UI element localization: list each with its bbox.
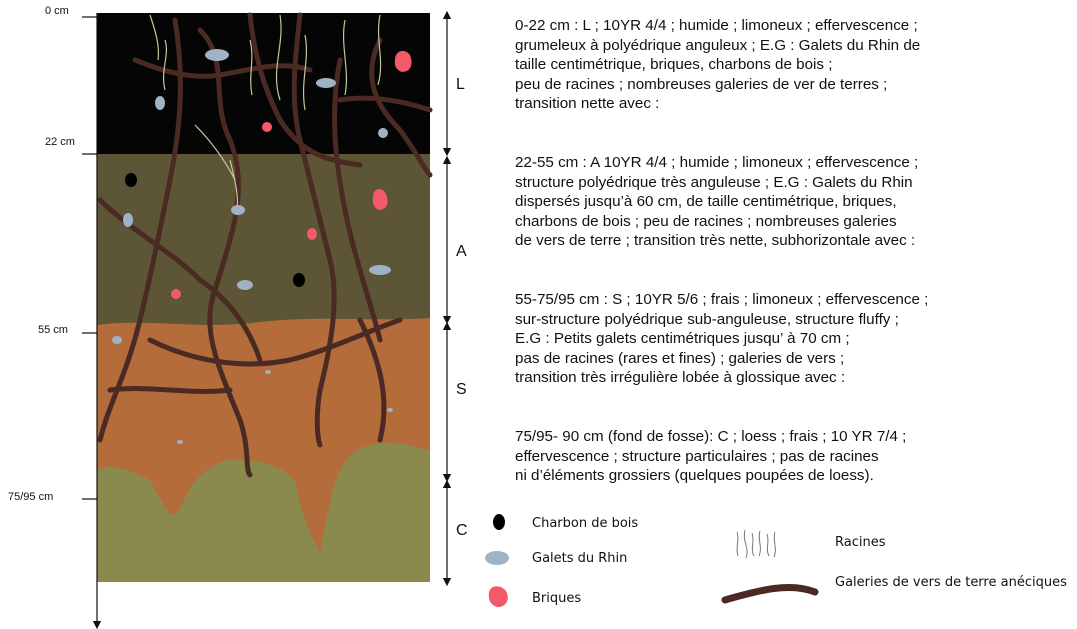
horizon-code-C: C bbox=[456, 522, 468, 540]
horizon-C-description: 75/95- 90 cm (fond de fosse): C ; loess … bbox=[515, 427, 1060, 486]
horizon-code-L: L bbox=[456, 76, 465, 94]
legend-label-charcoal: Charbon de bois bbox=[532, 516, 638, 531]
pebble-icon bbox=[485, 551, 509, 565]
legend-label-roots: Racines bbox=[835, 535, 885, 550]
horizon-L-description: 0-22 cm : L ; 10YR 4/4 ; humide ; limone… bbox=[515, 16, 1060, 114]
horizon-A-description: 22-55 cm : A 10YR 4/4 ; humide ; limoneu… bbox=[515, 153, 1060, 251]
brick-icon bbox=[489, 586, 508, 607]
depth-label-55: 55 cm bbox=[38, 324, 68, 336]
horizon-code-A: A bbox=[456, 243, 467, 261]
depth-label-22: 22 cm bbox=[45, 136, 75, 148]
roots-icon bbox=[737, 530, 775, 558]
earthworm-gallery-icon bbox=[725, 587, 815, 600]
legend-label-earthworm-galleries: Galeries de vers de terre anéciques bbox=[835, 575, 1067, 590]
depth-label-75-95: 75/95 cm bbox=[8, 491, 53, 503]
horizon-S-description: 55-75/95 cm : S ; 10YR 5/6 ; frais ; lim… bbox=[515, 290, 1060, 388]
horizon-code-S: S bbox=[456, 381, 467, 399]
legend-label-bricks: Briques bbox=[532, 591, 581, 606]
depth-label-0: 0 cm bbox=[45, 5, 69, 17]
legend-label-pebbles: Galets du Rhin bbox=[532, 551, 627, 566]
charcoal-icon bbox=[493, 514, 505, 530]
